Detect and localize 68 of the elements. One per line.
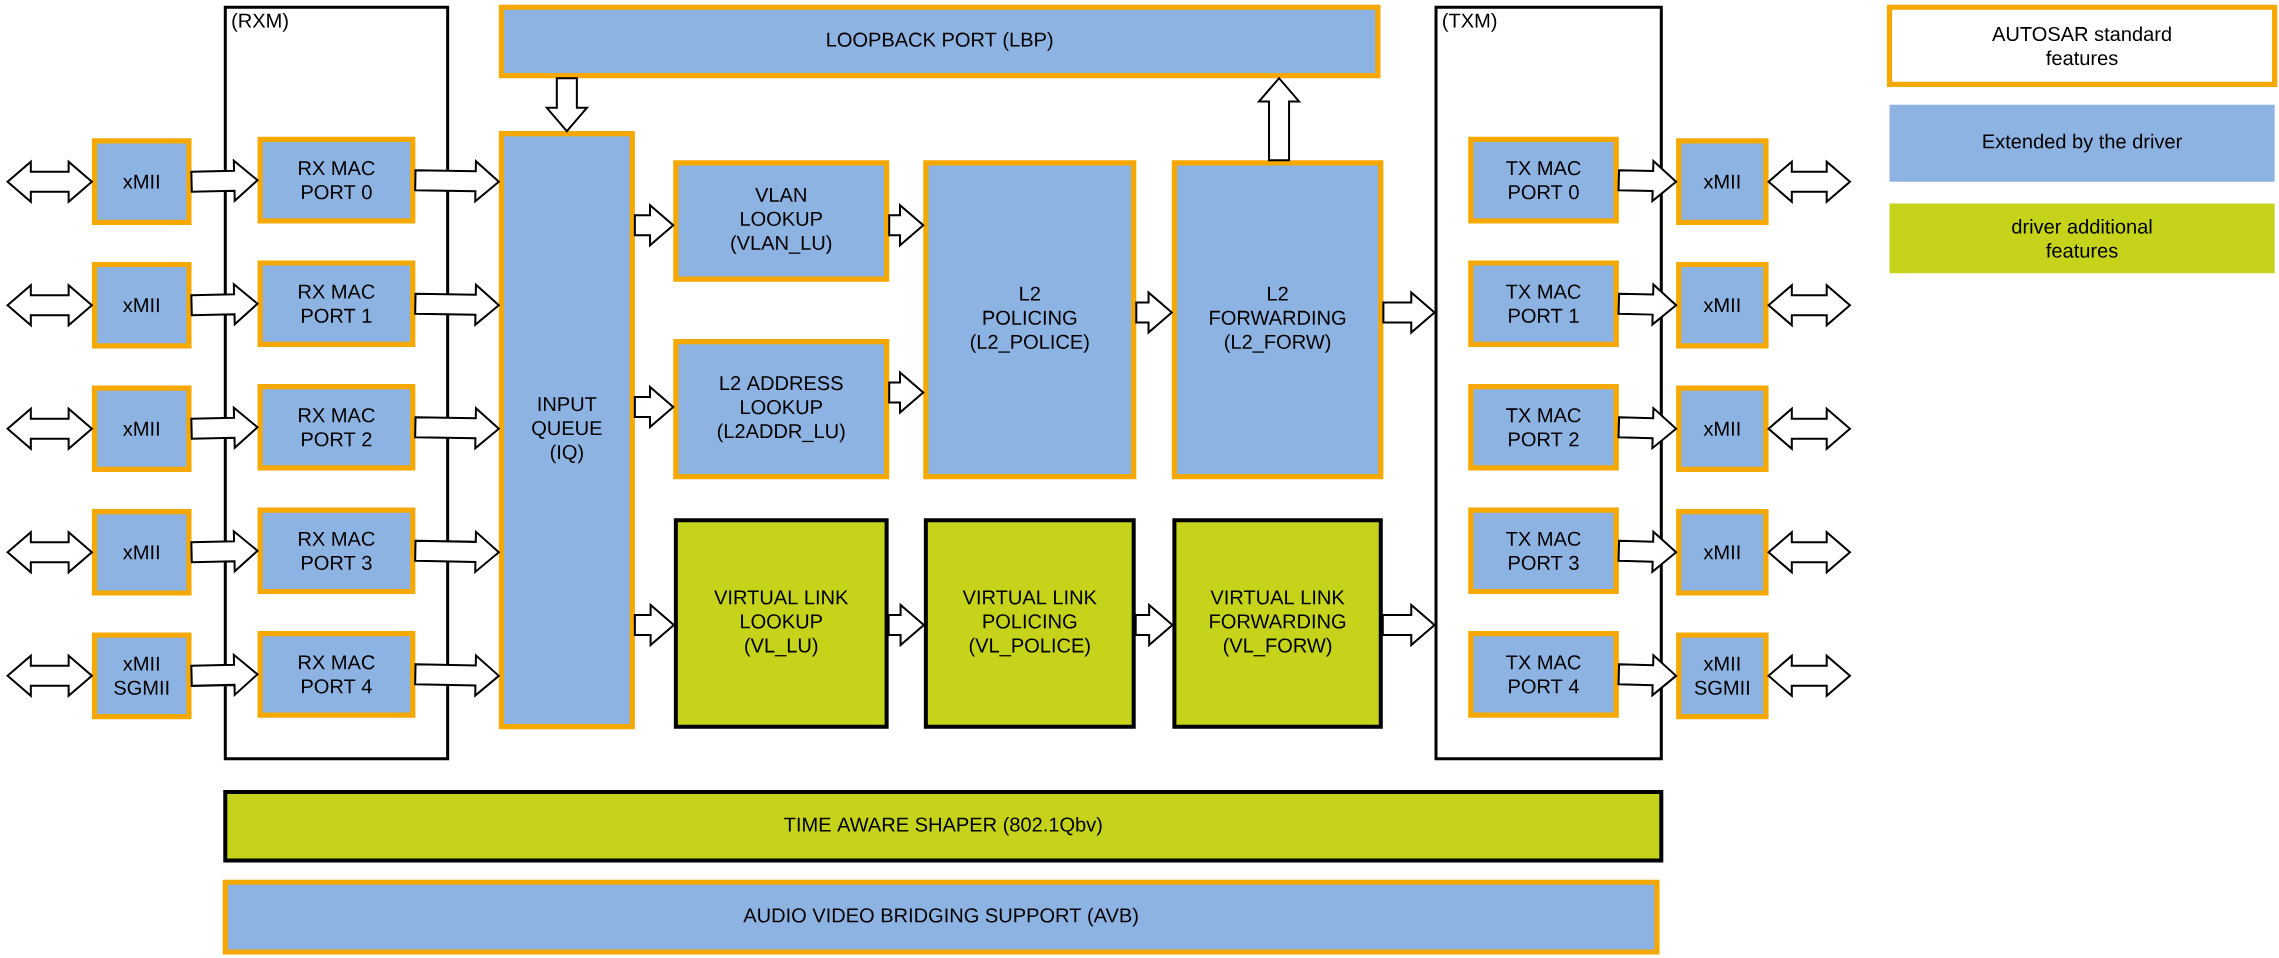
block-arrow [633,384,675,430]
interface-box: xMII [1676,509,1769,596]
block-arrow [887,602,926,648]
port-box: RX MAC PORT 0 [257,136,416,224]
port-box: RX MAC PORT 4 [257,631,416,718]
block-arrow [190,652,260,698]
block-arrow [414,406,501,451]
block-arrow [190,529,260,574]
interface-box: xMII SGMII [1676,632,1769,720]
interface-box: xMII SGMII [91,632,192,720]
block-arrow [190,158,260,204]
block-arrow [1617,529,1678,574]
block-arrow [1767,283,1852,328]
policing-box: L2 POLICING (L2_POLICE) [923,160,1137,480]
block-arrow [1382,290,1437,335]
interface-box: xMII [91,509,192,596]
block-arrow [6,530,94,575]
block-arrow [6,653,94,699]
block-arrow [1135,290,1174,335]
block-arrow [414,282,501,328]
block-arrow [1256,76,1302,162]
block-arrow [6,406,94,452]
block-arrow [414,653,501,698]
block-arrow [1381,602,1437,648]
block-arrow [888,203,925,248]
forwarding-box: VIRTUAL LINK FORWARDING (VL_FORW) [1172,518,1383,729]
interface-box: xMII [91,138,192,226]
lookup-box: L2 ADDRESS LOOKUP (L2ADDR_LU) [673,339,890,480]
bridging-bar: AUDIO VIDEO BRIDGING SUPPORT (AVB) [222,879,1660,955]
block-arrow [6,283,94,328]
lookup-box: VIRTUAL LINK LOOKUP (VL_LU) [673,518,889,729]
block-arrow [6,159,94,204]
interface-box: xMII [91,385,192,473]
block-arrow [1617,158,1678,204]
block-arrow [544,77,590,133]
block-arrow [1617,406,1678,451]
block-arrow [633,203,675,248]
block-arrow [414,529,501,575]
block-arrow [1617,653,1678,698]
lookup-box: VLAN LOOKUP (VLAN_LU) [673,160,890,282]
block-arrow [888,370,925,415]
port-box: TX MAC PORT 4 [1468,631,1619,718]
block-arrow [1767,159,1852,204]
interface-box: xMII [1676,262,1769,349]
interface-box: xMII [91,262,192,349]
port-box: TX MAC PORT 3 [1468,507,1619,595]
shaper-bar: TIME AWARE SHAPER (802.1Qbv) [223,790,1664,863]
block-arrow [414,159,501,204]
policing-box: VIRTUAL LINK POLICING (VL_POLICE) [923,518,1136,729]
interface-box: xMII [1676,138,1769,226]
queue-box: INPUT QUEUE (IQ) [498,131,635,730]
block-arrow [1767,653,1852,699]
port-box: RX MAC PORT 3 [257,507,416,595]
port-box: RX MAC PORT 2 [257,384,416,471]
block-arrow [1767,406,1852,452]
block-arrow [1134,602,1174,648]
port-bar: LOOPBACK PORT (LBP) [498,4,1381,79]
port-box: TX MAC PORT 1 [1468,260,1619,348]
forwarding-box: L2 FORWARDING (L2_FORW) [1171,160,1384,480]
port-box: RX MAC PORT 1 [257,260,416,348]
block-arrow [633,602,676,648]
port-box: TX MAC PORT 2 [1468,384,1619,471]
block-arrow [1767,530,1852,575]
block-arrow [190,405,260,451]
block-arrow [1617,282,1678,327]
interface-box: xMII [1676,385,1769,473]
block-arrow [190,282,260,327]
port-box: TX MAC PORT 0 [1468,136,1619,224]
